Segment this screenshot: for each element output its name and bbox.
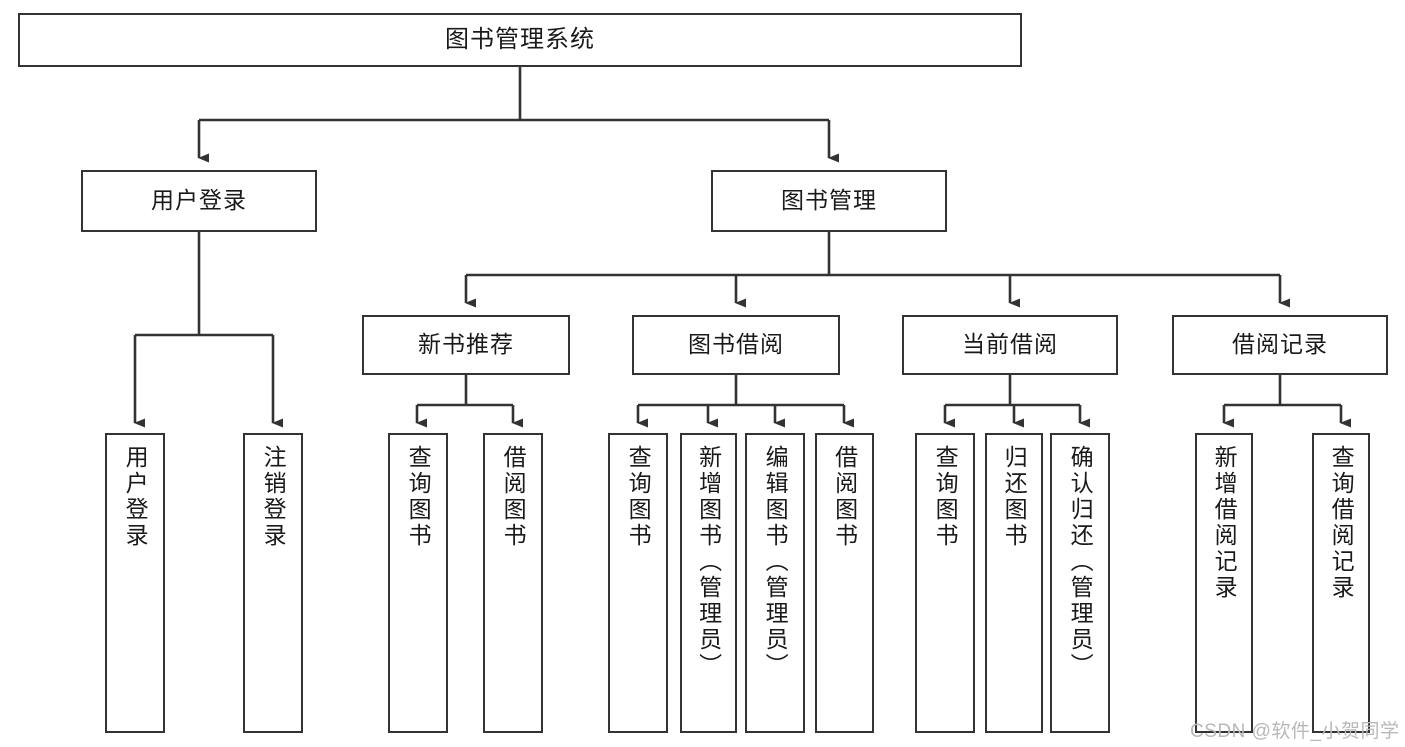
node-leaf-query-book-borrow[interactable]: 查询图书 <box>608 433 668 733</box>
node-current-borrow-label: 当前借阅 <box>962 331 1058 358</box>
node-book-management[interactable]: 图书管理 <box>711 170 947 232</box>
node-current-borrow[interactable]: 当前借阅 <box>902 315 1118 375</box>
node-leaf-return-book[interactable]: 归还图书 <box>985 433 1043 733</box>
node-leaf-add-borrow-record[interactable]: 新增借阅记录 <box>1195 433 1253 733</box>
node-leaf-confirm-return-admin-label: 确认归还（管理员） <box>1067 445 1094 679</box>
node-leaf-query-borrow-record[interactable]: 查询借阅记录 <box>1312 433 1370 733</box>
node-leaf-logout[interactable]: 注销登录 <box>243 433 303 733</box>
node-leaf-query-book-recommend-label: 查询图书 <box>405 445 432 549</box>
node-user-login-label: 用户登录 <box>151 187 247 214</box>
csdn-watermark: CSDN @软件_小贺同学 <box>1190 721 1400 742</box>
node-leaf-user-login-label: 用户登录 <box>122 445 149 549</box>
node-leaf-confirm-return-admin[interactable]: 确认归还（管理员） <box>1050 433 1110 733</box>
node-leaf-logout-label: 注销登录 <box>260 445 287 549</box>
node-new-book-recommend-label: 新书推荐 <box>418 331 514 358</box>
node-leaf-add-book-admin[interactable]: 新增图书（管理员） <box>680 433 737 733</box>
node-borrow-record[interactable]: 借阅记录 <box>1172 315 1388 375</box>
node-leaf-query-borrow-record-label: 查询借阅记录 <box>1328 445 1355 601</box>
node-leaf-borrow-book[interactable]: 借阅图书 <box>815 433 874 733</box>
node-new-book-recommend[interactable]: 新书推荐 <box>362 315 570 375</box>
node-leaf-borrow-book-recommend[interactable]: 借阅图书 <box>483 433 543 733</box>
node-leaf-edit-book-admin-label: 编辑图书（管理员） <box>762 445 789 679</box>
node-leaf-borrow-book-recommend-label: 借阅图书 <box>500 445 527 549</box>
node-book-management-label: 图书管理 <box>781 187 877 214</box>
node-leaf-add-book-admin-label: 新增图书（管理员） <box>695 445 722 679</box>
node-leaf-query-book-current-label: 查询图书 <box>932 445 959 549</box>
node-book-borrow[interactable]: 图书借阅 <box>632 315 840 375</box>
node-leaf-query-book-recommend[interactable]: 查询图书 <box>388 433 448 733</box>
node-borrow-record-label: 借阅记录 <box>1232 331 1328 358</box>
node-leaf-query-book-current[interactable]: 查询图书 <box>915 433 975 733</box>
node-leaf-add-borrow-record-label: 新增借阅记录 <box>1211 445 1238 601</box>
node-user-login[interactable]: 用户登录 <box>81 170 317 232</box>
node-root-label: 图书管理系统 <box>445 25 595 53</box>
node-leaf-return-book-label: 归还图书 <box>1001 445 1028 549</box>
node-leaf-edit-book-admin[interactable]: 编辑图书（管理员） <box>745 433 805 733</box>
node-leaf-query-book-borrow-label: 查询图书 <box>625 445 652 549</box>
node-leaf-borrow-book-label: 借阅图书 <box>831 445 858 549</box>
node-root-book-management-system[interactable]: 图书管理系统 <box>18 13 1022 67</box>
node-leaf-user-login[interactable]: 用户登录 <box>105 433 165 733</box>
node-book-borrow-label: 图书借阅 <box>688 331 784 358</box>
